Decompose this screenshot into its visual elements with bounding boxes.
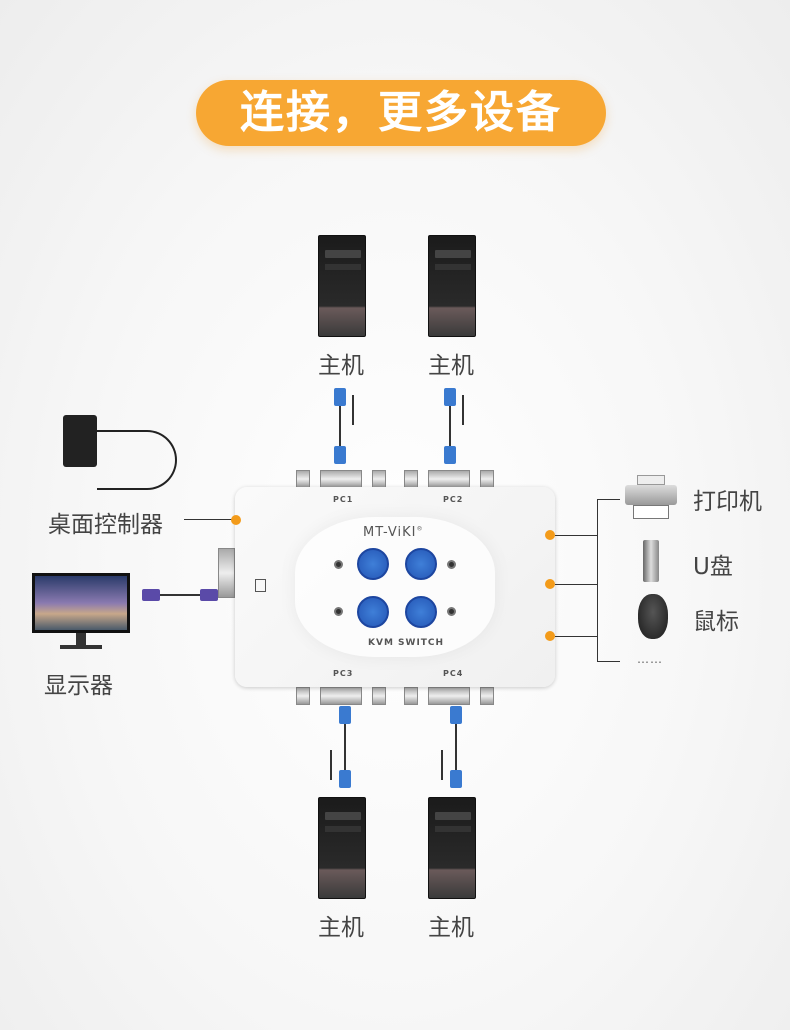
port [404, 470, 418, 488]
connector-line [184, 519, 234, 520]
led-indicator [447, 607, 456, 616]
vga-port [428, 687, 470, 705]
port-label: PC4 [443, 669, 464, 678]
port-label: PC3 [333, 669, 354, 678]
title-banner: 连接，更多设备 [196, 80, 606, 146]
connection-dot [545, 530, 555, 540]
usb-cable [352, 395, 354, 425]
cable [449, 406, 451, 446]
monitor-base [60, 645, 102, 649]
connector-line [555, 535, 598, 536]
brand-name: MT-ViKI [363, 525, 417, 540]
port [404, 687, 418, 705]
host-label: 主机 [428, 915, 474, 941]
controller-cable [97, 430, 177, 490]
port [480, 470, 494, 488]
cable [455, 724, 457, 770]
connector-line [555, 584, 598, 585]
vga-connector-icon [339, 706, 351, 724]
pc4-select-button[interactable] [405, 596, 437, 628]
port-label: PC1 [333, 495, 354, 504]
usb-drive-label: U盘 [693, 554, 733, 580]
vga-connector-icon [450, 706, 462, 724]
vga-connector-icon [142, 589, 160, 601]
vga-connector-icon [334, 446, 346, 464]
monitor-icon [32, 573, 130, 633]
led-indicator [447, 560, 456, 569]
mouse-icon [638, 594, 668, 639]
usb-controller-icon [63, 415, 97, 467]
vga-connector-icon [444, 446, 456, 464]
connection-dot [231, 515, 241, 525]
host-label: 主机 [428, 353, 474, 379]
pc-tower-icon [428, 235, 476, 337]
host-label: 主机 [318, 915, 364, 941]
vga-port [320, 687, 362, 705]
usb-drive-icon [643, 540, 659, 582]
port [372, 687, 386, 705]
vga-port [428, 470, 470, 488]
controller-label: 桌面控制器 [48, 512, 163, 538]
vga-connector-icon [450, 770, 462, 788]
front-panel [295, 517, 495, 657]
registered-mark: ® [416, 525, 424, 533]
monitor-port-icon [255, 579, 266, 592]
brand-logo: MT-ViKI® [363, 525, 423, 540]
bracket-line [597, 499, 620, 662]
led-indicator [334, 607, 343, 616]
usb-cable [462, 395, 464, 425]
pc-tower-icon [428, 797, 476, 899]
vga-connector-icon [334, 388, 346, 406]
pc3-select-button[interactable] [357, 596, 389, 628]
more-devices-ellipsis: …… [637, 652, 663, 666]
cable [339, 406, 341, 446]
connection-dot [545, 631, 555, 641]
connector-line [555, 636, 598, 637]
vga-cable [160, 594, 200, 596]
pc1-select-button[interactable] [357, 548, 389, 580]
vga-connector-icon [444, 388, 456, 406]
led-indicator [334, 560, 343, 569]
host-label: 主机 [318, 353, 364, 379]
mouse-label: 鼠标 [693, 609, 739, 635]
vga-port [320, 470, 362, 488]
port [296, 470, 310, 488]
port-label: PC2 [443, 495, 464, 504]
vga-connector-icon [200, 589, 218, 601]
port [296, 687, 310, 705]
pc2-select-button[interactable] [405, 548, 437, 580]
port [480, 687, 494, 705]
pc-tower-icon [318, 797, 366, 899]
model-label: KVM SWITCH [368, 638, 445, 648]
kvm-switch: PC1 PC2 PC3 PC4 MT-ViKI® KVM SWITCH [235, 487, 555, 687]
printer-icon [625, 475, 677, 519]
monitor-stand [76, 633, 86, 645]
port [372, 470, 386, 488]
monitor-port [218, 548, 235, 598]
usb-cable [441, 750, 443, 780]
pc-tower-icon [318, 235, 366, 337]
monitor-label: 显示器 [44, 673, 113, 699]
usb-cable [330, 750, 332, 780]
cable [344, 724, 346, 770]
printer-label: 打印机 [693, 489, 762, 515]
connection-dot [545, 579, 555, 589]
vga-connector-icon [339, 770, 351, 788]
